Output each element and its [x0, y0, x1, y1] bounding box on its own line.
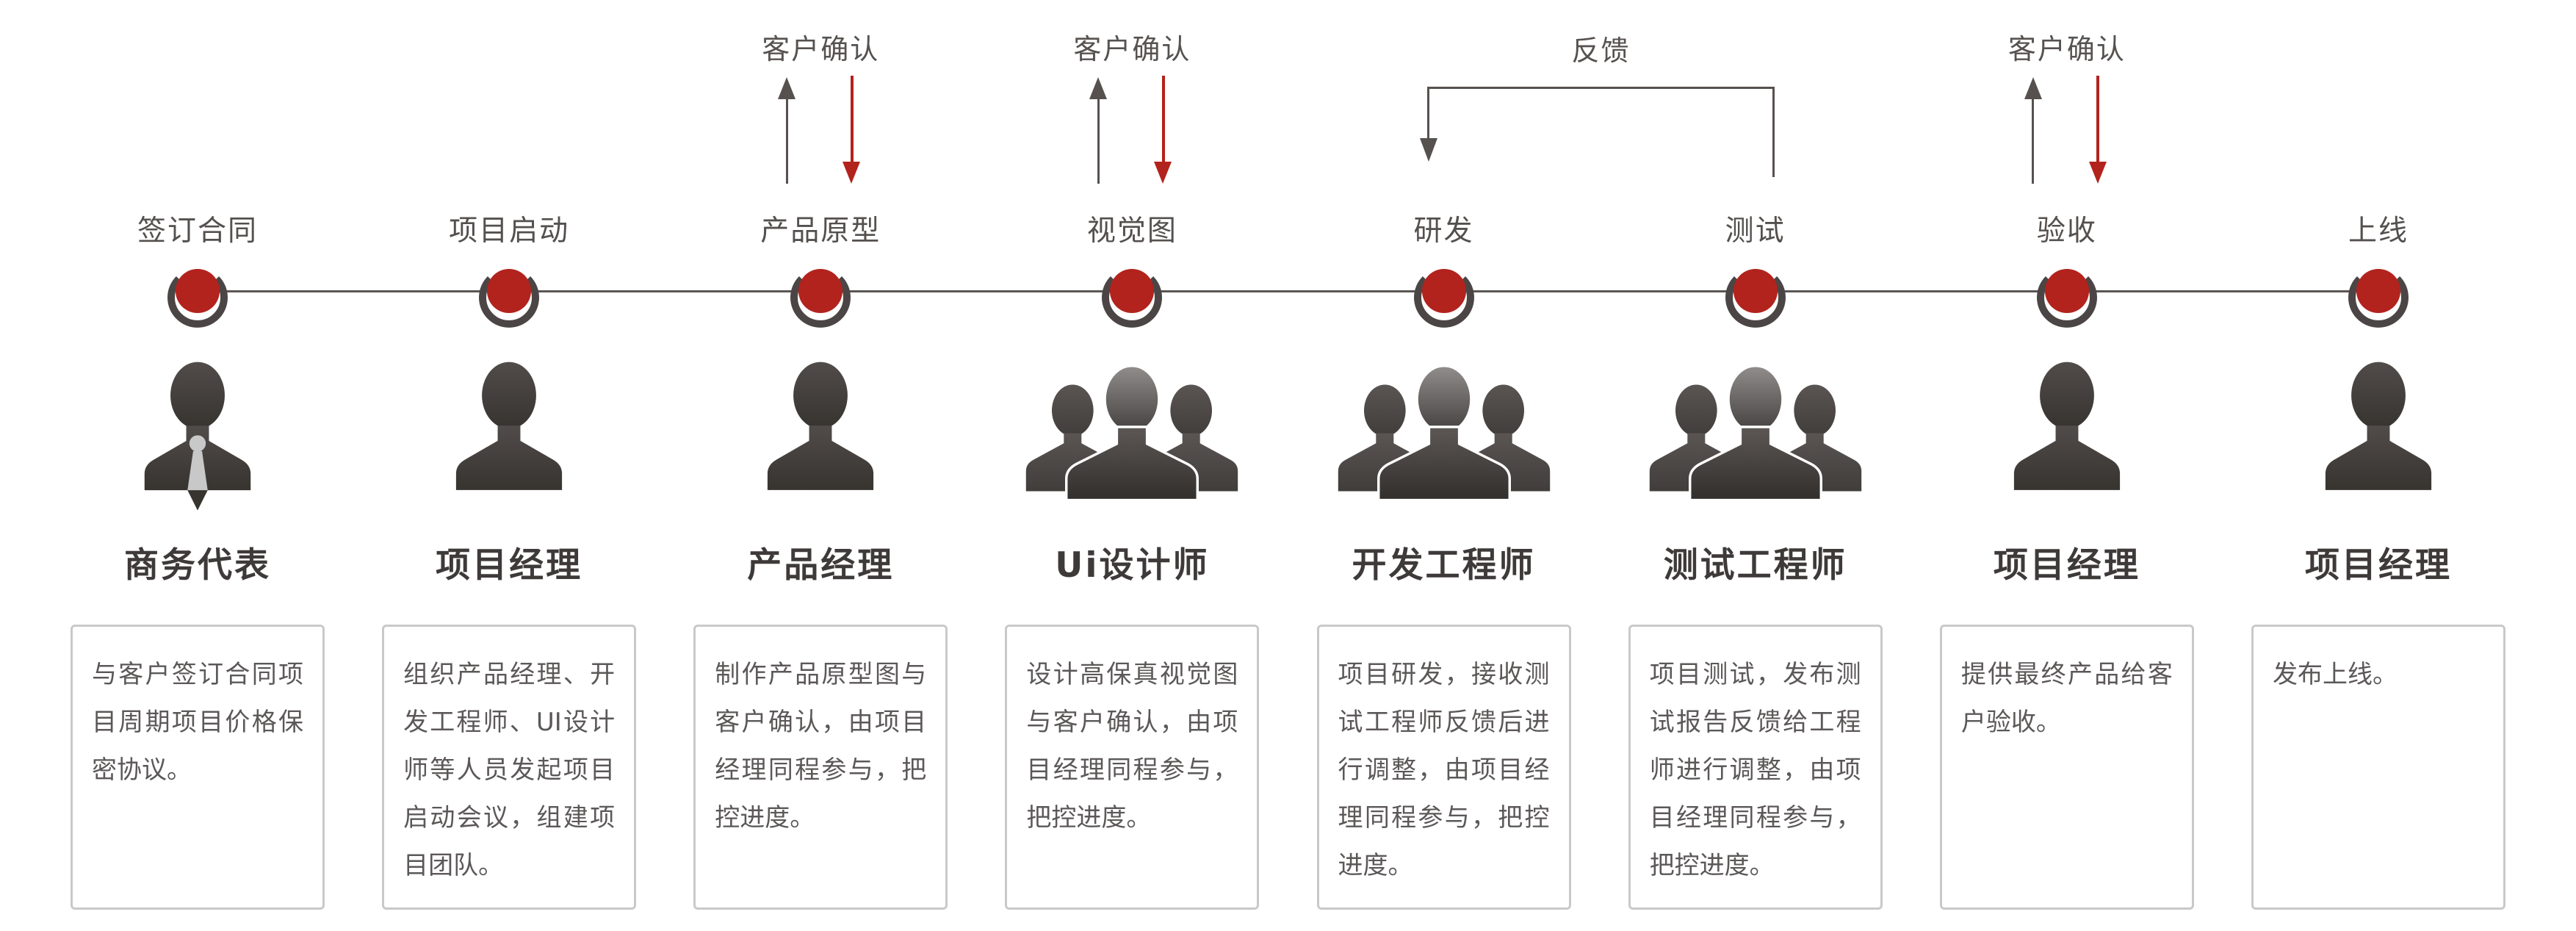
feedback-bracket-top-line: [1427, 87, 1775, 89]
timeline-node-marker: [2036, 269, 2097, 328]
person-icon: [2013, 362, 2120, 490]
timeline-node-marker: [479, 269, 540, 328]
description-text: 与客户签订合同项目周期项目价格保密协议。: [92, 660, 303, 785]
feedback-bracket-right-line: [1772, 87, 1775, 177]
timeline-node-marker: [167, 269, 228, 328]
stage-label: 测试: [1725, 215, 1786, 248]
timeline-stage: 项目启动 项目经理 组织产品经理、开发工程师、UI设计师等人员发起项目启动会议，…: [353, 0, 665, 931]
role-icon-area: [2223, 360, 2534, 536]
people-group-icon: [1338, 364, 1550, 502]
description-box: 制作产品原型图与客户确认，由项目经理同程参与，把控进度。: [693, 625, 948, 910]
role-title: 项目经理: [436, 545, 583, 586]
stage-label: 产品原型: [760, 215, 881, 248]
customer-confirm-annotation: 客户确认: [976, 0, 1288, 191]
stage-label: 视觉图: [1086, 215, 1177, 248]
role-title: 商务代表: [124, 545, 271, 586]
timeline-stage: 研发: [1288, 0, 1600, 931]
description-text: 设计高保真视觉图与客户确认，由项目经理同程参与，把控进度。: [1026, 660, 1238, 833]
customer-confirm-label: 客户确认: [762, 33, 880, 65]
timeline-stage: 客户确认 视觉图: [976, 0, 1288, 931]
feedback-bracket-left-line: [1427, 87, 1429, 140]
person-tie-icon: [144, 362, 251, 511]
role-icon-area: [1911, 360, 2223, 536]
description-box: 与客户签订合同项目周期项目价格保密协议。: [71, 625, 325, 910]
role-title: 开发工程师: [1352, 545, 1536, 586]
role-title: 项目经理: [1993, 545, 2140, 586]
description-text: 项目测试，发布测试报告反馈给工程师进行调整，由项目经理同程参与，把控进度。: [1649, 660, 1861, 880]
person-icon: [768, 362, 874, 490]
description-text: 制作产品原型图与客户确认，由项目经理同程参与，把控进度。: [715, 660, 927, 833]
feedback-label: 反馈: [1571, 35, 1631, 67]
stage-label: 项目启动: [449, 215, 570, 248]
description-box: 设计高保真视觉图与客户确认，由项目经理同程参与，把控进度。: [1005, 625, 1260, 910]
timeline-stage: 签订合同 商务代表 与客户签订合同: [42, 0, 353, 931]
arrow-up-icon: [778, 77, 796, 184]
description-text: 项目研发，接收测试工程师反馈后进行调整，由项目经理同程参与，把控进度。: [1338, 660, 1550, 880]
description-box: 项目测试，发布测试报告反馈给工程师进行调整，由项目经理同程参与，把控进度。: [1628, 625, 1883, 910]
stage-label: 研发: [1413, 215, 1474, 248]
description-text: 发布上线。: [2272, 660, 2398, 689]
description-text: 组织产品经理、开发工程师、UI设计师等人员发起项目启动会议，组建项目团队。: [403, 660, 616, 880]
arrow-down-red-icon: [1154, 76, 1172, 184]
role-icon-area: [1288, 360, 1600, 536]
role-title: Ui设计师: [1055, 545, 1210, 586]
description-text: 提供最终产品给客户验收。: [1960, 660, 2173, 737]
arrow-down-red-icon: [2088, 76, 2107, 184]
timeline-stage: 客户确认 产品原型: [665, 0, 976, 931]
arrow-up-icon: [2024, 77, 2042, 184]
role-icon-area: [1600, 360, 1911, 536]
description-box: 项目研发，接收测试工程师反馈后进行调整，由项目经理同程参与，把控进度。: [1316, 625, 1571, 910]
stage-label: 验收: [2036, 215, 2097, 248]
arrow-down-red-icon: [843, 76, 861, 184]
people-group-icon: [1649, 364, 1861, 502]
person-icon: [456, 362, 563, 490]
timeline-node-marker: [790, 269, 851, 328]
role-icon-area: [665, 360, 976, 536]
customer-confirm-annotation: 客户确认: [1911, 0, 2223, 191]
customer-confirm-label: 客户确认: [2007, 33, 2126, 65]
role-icon-area: [976, 360, 1288, 536]
description-box: 发布上线。: [2251, 625, 2505, 910]
role-icon-area: [42, 360, 353, 536]
stage-label: 上线: [2348, 215, 2409, 248]
feedback-arrow-down-icon: [1420, 138, 1437, 162]
timeline-stage: 客户确认 验收: [1911, 0, 2223, 931]
feedback-bracket: 反馈: [1420, 35, 1775, 179]
arrow-up-icon: [1089, 77, 1108, 184]
timeline-stage: 测试: [1600, 0, 1911, 931]
role-title: 产品经理: [747, 545, 895, 586]
role-icon-area: [353, 360, 665, 536]
people-group-icon: [1026, 364, 1238, 502]
description-box: 提供最终产品给客户验收。: [1939, 625, 2194, 910]
customer-confirm-label: 客户确认: [1073, 33, 1191, 65]
person-icon: [2325, 362, 2432, 490]
stage-label: 签订合同: [137, 215, 258, 248]
timeline-node-marker: [2348, 269, 2409, 328]
customer-confirm-annotation: 客户确认: [665, 0, 976, 191]
timeline-stage: 上线 项目经理 发布上线。: [2223, 0, 2534, 931]
timeline-node-marker: [1413, 269, 1474, 328]
timeline-line: [201, 290, 2378, 292]
role-title: 测试工程师: [1663, 545, 1847, 586]
role-title: 项目经理: [2304, 545, 2452, 586]
timeline-node-marker: [1725, 269, 1786, 328]
description-box: 组织产品经理、开发工程师、UI设计师等人员发起项目启动会议，组建项目团队。: [382, 625, 637, 910]
timeline-node-marker: [1102, 269, 1163, 328]
